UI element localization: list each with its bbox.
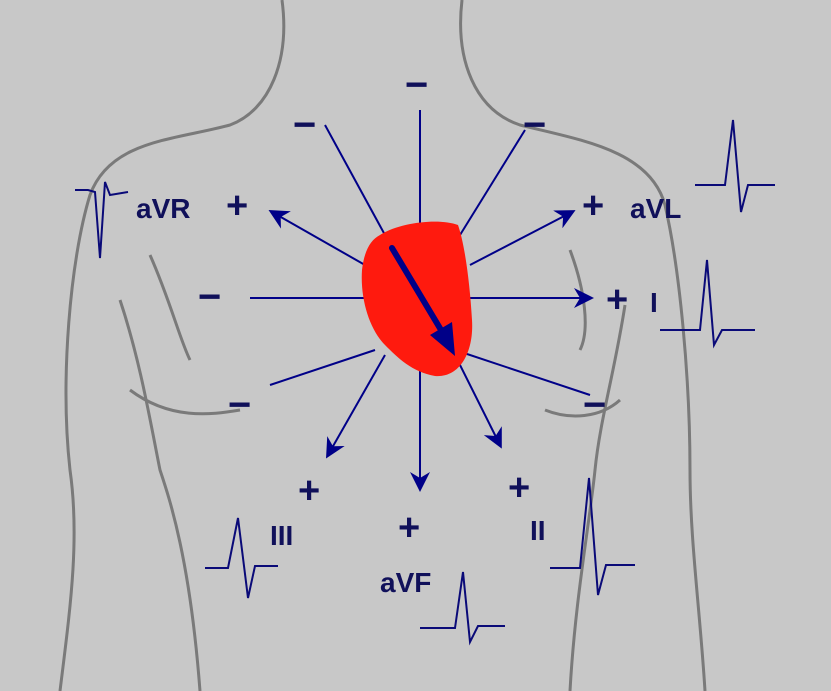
lead-label-aVR: aVR: [136, 193, 190, 224]
plus-sign-III: +: [298, 470, 320, 512]
plus-sign-I: +: [606, 279, 628, 321]
ecg-trace-I-icon: [660, 260, 755, 345]
ecg-trace-III-icon: [205, 518, 278, 598]
axis-line-III: [328, 355, 385, 455]
heart-icon: [362, 222, 472, 377]
lead-label-II: II: [530, 515, 546, 546]
axis-line-II: [455, 355, 500, 445]
axis-line-III-neg: [460, 130, 525, 235]
axis-line-aVR: [272, 212, 365, 265]
minus-sign-top: −: [405, 63, 428, 107]
axis-line-aVR-neg: [455, 350, 590, 395]
plus-sign-II: +: [508, 467, 530, 509]
minus-sign-upper-right: −: [523, 103, 546, 147]
minus-sign-lower-right: −: [583, 383, 606, 427]
lead-label-aVL: aVL: [630, 193, 681, 224]
minus-sign-upper-left: −: [293, 103, 316, 147]
axis-line-aVL-neg: [270, 350, 375, 385]
plus-sign-aVL: +: [582, 185, 604, 227]
ecg-trace-aVL-icon: [695, 120, 775, 212]
ecg-trace-aVF-icon: [420, 572, 505, 642]
minus-sign-lower-left: −: [228, 383, 251, 427]
axis-line-II-neg: [325, 125, 385, 235]
plus-sign-aVF: +: [398, 507, 420, 549]
plus-sign-aVR: +: [226, 185, 248, 227]
minus-sign-left: −: [198, 275, 221, 319]
lead-label-aVF: aVF: [380, 567, 431, 598]
lead-label-III: III: [270, 520, 293, 551]
lead-label-I: I: [650, 287, 658, 318]
axis-line-aVL: [470, 212, 572, 265]
